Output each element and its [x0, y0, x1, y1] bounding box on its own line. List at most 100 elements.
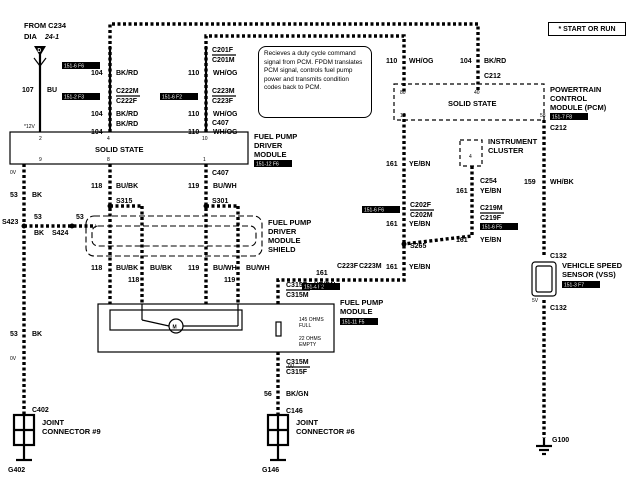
- wire-110-b: 110: [188, 111, 199, 118]
- source-page: 24-1: [44, 34, 59, 41]
- joint6-name-1: JOINT: [296, 418, 319, 427]
- ref-151-2-f3: 151-2 F3: [64, 95, 84, 101]
- wire-119-b: 119: [188, 265, 199, 272]
- instrument-cluster-box: [459, 139, 483, 167]
- wire-yebn-c: YE/BN: [314, 282, 335, 289]
- wire-whog-d: WH/OG: [409, 58, 434, 65]
- wire-161-b: 161: [456, 188, 468, 195]
- wire-104-d: 104: [460, 58, 472, 65]
- wire-110-c: 110: [188, 129, 199, 136]
- ov-3: 0V: [10, 356, 17, 362]
- wire-118-a: 118: [91, 183, 102, 190]
- cluster-pin-4: 4: [469, 154, 472, 160]
- wire-bk-b: BK: [34, 230, 44, 237]
- pcm-pin-12: 12: [400, 113, 406, 119]
- conn-g402: G402: [8, 467, 25, 474]
- fuel-sender-wire-161: [276, 112, 406, 415]
- conn-c219f: C219F: [480, 215, 502, 222]
- wire-bkrd-a: BK/RD: [116, 70, 138, 77]
- conn-c222m: C222M: [116, 88, 139, 95]
- pump-name-1: FUEL PUMP: [340, 298, 383, 307]
- conn-g146: G146: [262, 467, 279, 474]
- pcm-name-2: CONTROL: [550, 94, 587, 103]
- ref-151-6-f6-a: 151-6 F6: [64, 64, 84, 70]
- joint-connector-9-icon: [12, 413, 36, 462]
- wire-104-c: 104: [91, 129, 103, 136]
- conn-c407-top: C407: [212, 120, 229, 127]
- wire-161-c: 161: [316, 270, 328, 277]
- ground-g100-icon: [536, 438, 552, 456]
- wire-161-f: 161: [386, 221, 398, 228]
- pump-name-2: MODULE: [340, 307, 373, 316]
- conn-c315m-2: C315M: [286, 359, 309, 366]
- conn-s315: S315: [116, 198, 132, 205]
- conn-c201m: C201M: [212, 57, 235, 64]
- wire-bk-a: BK: [32, 192, 42, 199]
- pcm-box: [393, 83, 545, 121]
- vss-name-1: VEHICLE SPEED: [562, 261, 623, 270]
- joint9-name-1: JOINT: [42, 418, 65, 427]
- shield-name-2: DRIVER: [268, 227, 297, 236]
- conn-s424: S424: [52, 230, 68, 237]
- conn-c402: C402: [32, 407, 49, 414]
- conn-c146: C146: [286, 408, 303, 415]
- wire-110-a: 110: [188, 70, 199, 77]
- wire-110-d: 110: [386, 58, 397, 65]
- fpdm-pin-9: 9: [39, 157, 42, 163]
- ov-1: 0V: [10, 170, 17, 176]
- conn-c223m: C223M: [212, 88, 235, 95]
- pcm-pin-40: 40: [474, 90, 480, 96]
- joint-connector-6-icon: [266, 413, 290, 462]
- conn-c222f: C222F: [116, 98, 138, 105]
- wire-yebn-e: YE/BN: [480, 237, 501, 244]
- wire-yebn-a: YE/BN: [409, 161, 430, 168]
- pump-full: FULL: [299, 323, 311, 329]
- pump-full-ohms: 145 OHMS: [299, 317, 324, 323]
- wire-buwh-c: BU/WH: [246, 265, 270, 272]
- fpdm-name-2: DRIVER: [254, 141, 283, 150]
- wire-bubk-c: BU/BK: [150, 265, 172, 272]
- wire-whog-c: WH/OG: [213, 129, 238, 136]
- conn-c407-bottom: C407: [212, 170, 229, 177]
- source-letter: D: [38, 48, 42, 54]
- start-or-run-note: * START OR RUN: [548, 22, 626, 36]
- wire-yebn-f: YE/BN: [409, 221, 430, 228]
- conn-c223f-2: C223F: [337, 263, 359, 270]
- fpdm-shield: [85, 215, 263, 257]
- wire-53-b: 53: [34, 214, 42, 221]
- motor-label: M: [173, 325, 177, 331]
- shield-name-1: FUEL PUMP: [268, 218, 311, 227]
- fpdm-pin-8: 8: [107, 157, 110, 163]
- wire-whog-b: WH/OG: [213, 111, 238, 118]
- wire-yebn-b: YE/BN: [480, 188, 501, 195]
- shield-name-3: MODULE: [268, 236, 301, 245]
- conn-c254: C254: [480, 178, 497, 185]
- source-line1: FROM C234: [24, 21, 67, 30]
- pcm-ref: 151-7 F8: [552, 115, 572, 121]
- conn-c202m: C202M: [410, 212, 433, 219]
- wire-bubk-b: BU/BK: [116, 265, 138, 272]
- fpdm-name-3: MODULE: [254, 150, 287, 159]
- fpdm-box: [9, 131, 249, 165]
- wire-118-c: 118: [128, 277, 139, 284]
- wire-53-a: 53: [10, 192, 18, 199]
- wire-118-b: 118: [91, 265, 102, 272]
- wire-bk-d: BK: [32, 331, 42, 338]
- wire-53-c: 53: [76, 214, 84, 221]
- wire-buwh-a: BU/WH: [213, 183, 237, 190]
- conn-c315f-2: C315F: [286, 369, 308, 376]
- vss-sensor-box: [531, 261, 557, 297]
- wire-bkrd-b: BK/RD: [116, 111, 138, 118]
- wire-56: 56: [264, 391, 272, 398]
- wire-yebn-d: YE/BN: [409, 264, 430, 271]
- ref-151-6-f2: 151-6 F2: [162, 95, 182, 101]
- wire-buwh-b: BU/WH: [213, 265, 237, 272]
- wire-104-b: 104: [91, 111, 103, 118]
- fpdm-pin-12v: *12V: [24, 124, 36, 130]
- joint9-name-2: CONNECTOR #9: [42, 427, 101, 436]
- ref-151-4-f2: 151-4 F2: [304, 285, 324, 291]
- wire-bubk-a: BU/BK: [116, 183, 138, 190]
- pump-empty-ohms: 22 OHMS: [299, 336, 322, 342]
- callout-fpdm-description: Recieves a duty cycle command signal fro…: [258, 46, 372, 118]
- power-source-symbol: [33, 46, 47, 132]
